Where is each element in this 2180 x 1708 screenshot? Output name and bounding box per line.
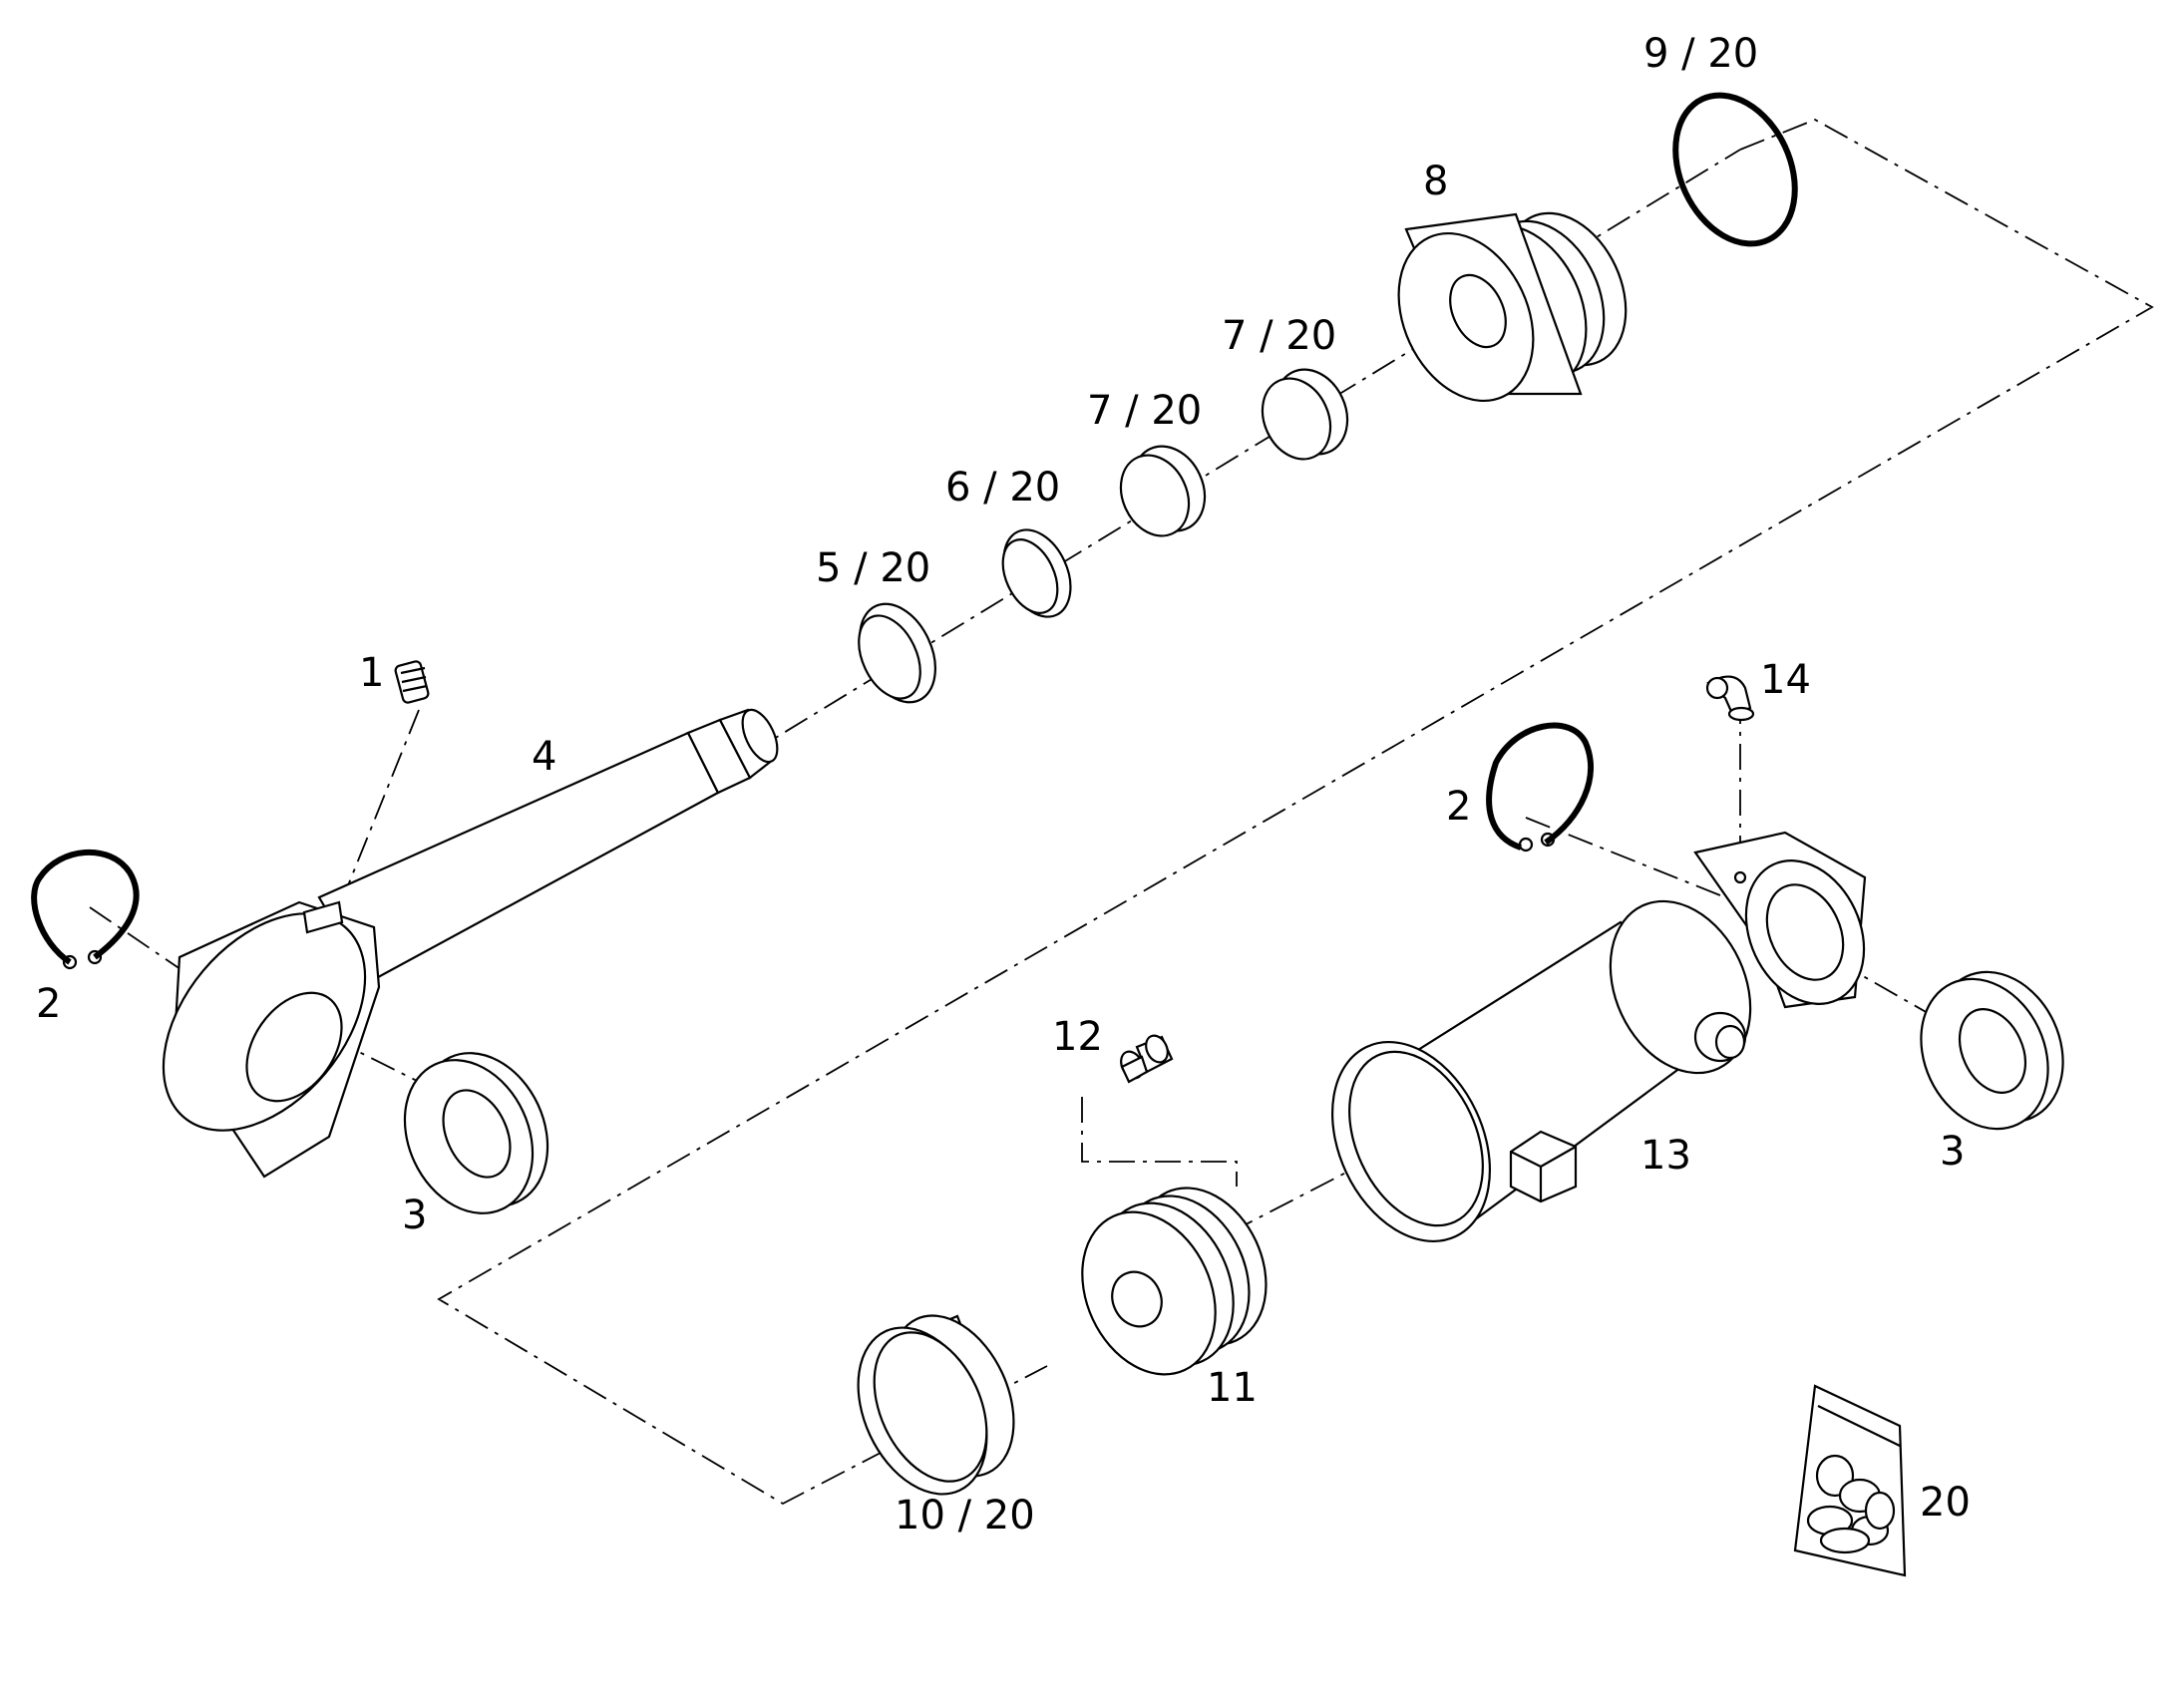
part-8-cylinder-head: [1397, 211, 1628, 403]
part-2-circlip-right: [1486, 722, 1594, 853]
callout-5: 5 / 20: [816, 545, 930, 591]
callout-6: 6 / 20: [945, 465, 1060, 511]
part-3-bushing-right: [1920, 970, 2064, 1131]
part-1-grease-nipple: [394, 660, 430, 704]
callout-3-left: 3: [402, 1193, 427, 1238]
callout-13: 13: [1640, 1133, 1691, 1179]
callout-2-right: 2: [1446, 784, 1471, 830]
callout-10: 10 / 20: [895, 1493, 1035, 1538]
part-2-circlip-left: [31, 850, 140, 970]
part-11-piston: [1081, 1187, 1268, 1376]
callout-labels: 1 2 2 3 3 4 5 / 20 6 / 20 7 / 20 7 / 20 …: [36, 31, 1971, 1538]
part-6-seal: [1001, 528, 1072, 618]
callout-3-right: 3: [1940, 1129, 1965, 1175]
callout-1: 1: [359, 650, 384, 696]
part-10-guide-ring: [857, 1314, 1015, 1496]
part-14-elbow-grease-nipple: [1705, 675, 1755, 722]
part-4-piston-rod: [162, 708, 779, 1179]
part-12-plug: [1120, 1034, 1174, 1084]
callout-4: 4: [532, 734, 556, 780]
callout-7-upper: 7 / 20: [1222, 313, 1336, 359]
part-13-cylinder-tube: [1330, 831, 1867, 1243]
part-9-o-ring: [1672, 92, 1798, 247]
callout-12: 12: [1052, 1014, 1103, 1060]
callout-14: 14: [1760, 657, 1811, 703]
part-3-bushing-left: [403, 1052, 549, 1214]
callout-20: 20: [1920, 1480, 1971, 1526]
part-5-wiper-seal: [858, 602, 936, 704]
part-7-guide-ring-lower: [1119, 445, 1207, 537]
callout-9: 9 / 20: [1643, 31, 1758, 77]
callout-11: 11: [1207, 1365, 1258, 1411]
callout-8: 8: [1423, 159, 1448, 204]
callout-7-lower: 7 / 20: [1087, 388, 1202, 434]
part-20-seal-kit-bag: [1793, 1384, 1907, 1577]
callout-2-left: 2: [36, 981, 61, 1027]
part-7-guide-ring-upper: [1261, 368, 1349, 461]
